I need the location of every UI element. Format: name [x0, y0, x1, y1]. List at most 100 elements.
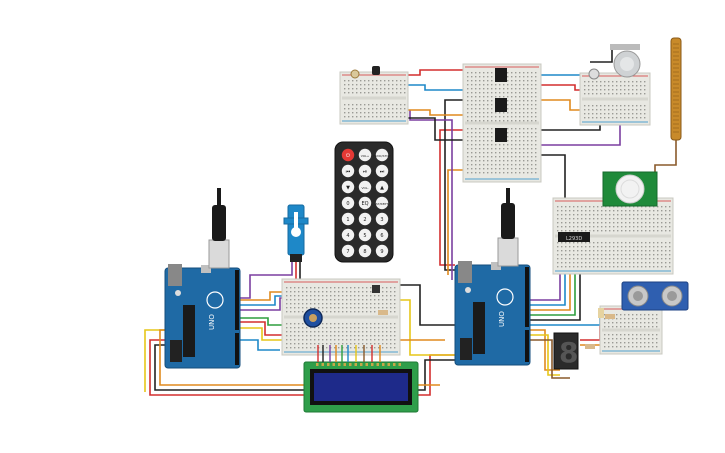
remote-button[interactable]: 2	[358, 212, 372, 226]
wire	[240, 339, 280, 351]
lcd-wires	[317, 345, 381, 362]
power-jack	[170, 340, 182, 362]
wire	[395, 117, 465, 141]
pir-sensor-icon[interactable]	[602, 171, 658, 207]
wire	[240, 327, 300, 341]
remote-button-label: ▲	[380, 185, 384, 191]
remote-button[interactable]: ▼	[341, 180, 355, 194]
breadboard-center	[281, 278, 401, 356]
potentiometer-icon[interactable]	[303, 308, 323, 328]
usb-cable-right	[497, 188, 519, 267]
relay-2	[495, 98, 507, 112]
photoresistor-icon[interactable]	[350, 69, 360, 79]
microcontroller-chip	[473, 302, 485, 354]
remote-button[interactable]: ⏯	[358, 164, 372, 178]
wire	[525, 265, 566, 306]
remote-button-label: ⏮	[346, 169, 351, 175]
remote-button-label: VOL+	[361, 154, 370, 158]
remote-button[interactable]: 3	[375, 212, 389, 226]
wire	[409, 110, 453, 280]
remote-button-label: 4	[346, 233, 349, 239]
ultrasonic-sensor-icon[interactable]	[621, 281, 689, 311]
arduino-uno-left[interactable]: UNO	[164, 264, 241, 369]
remote-button[interactable]: VOL-	[358, 180, 372, 194]
remote-button[interactable]: VOL+	[358, 148, 372, 162]
relay-1	[495, 68, 507, 82]
usb-port	[168, 264, 182, 286]
flex-sensor-icon[interactable]	[670, 37, 682, 141]
remote-button[interactable]: EQ	[358, 196, 372, 210]
remote-button-label: 0	[346, 201, 349, 207]
wire	[240, 317, 290, 326]
servo-icon[interactable]	[283, 204, 309, 262]
board-label: UNO	[208, 314, 216, 330]
wire	[525, 309, 605, 326]
remote-button[interactable]: ▲	[375, 180, 389, 194]
remote-button[interactable]: ⏭	[375, 164, 389, 178]
wire	[654, 140, 677, 175]
wire	[159, 329, 440, 386]
ir-receiver-icon[interactable]	[372, 66, 380, 75]
wire	[405, 84, 465, 91]
wire	[154, 344, 455, 391]
remote-button[interactable]: ST/REPT	[375, 196, 389, 210]
usb-cable-left	[208, 188, 230, 269]
remote-button-label: EQ	[361, 201, 368, 207]
remote-button-label: 2	[363, 217, 366, 223]
remote-button[interactable]: 1	[341, 212, 355, 226]
remote-button-label: 8	[363, 249, 366, 255]
remote-button-label: 1	[346, 217, 349, 223]
power-jack	[460, 338, 472, 360]
wire	[444, 99, 465, 271]
seven-segment-icon[interactable]: 8	[553, 332, 579, 370]
remote-button[interactable]: 4	[341, 228, 355, 242]
wire	[400, 284, 455, 326]
remote-button[interactable]: 6	[375, 228, 389, 242]
wire	[540, 84, 580, 91]
ir-remote-icon[interactable]: ⏻ VOL+FUNC/STOP ⏮ ⏯ ⏭ ▼VOL- ▲ 0 EQ ST/REPT 1 2 3 4 5 6 7…	[334, 141, 394, 263]
remote-button-label: ⏻	[346, 153, 350, 159]
analog-header	[235, 333, 239, 365]
wire	[525, 265, 576, 316]
microcontroller-chip	[183, 305, 195, 357]
remote-button[interactable]: FUNC/STOP	[373, 148, 391, 162]
wire	[405, 69, 465, 76]
remote-button[interactable]: 7	[341, 244, 355, 258]
wire	[590, 50, 613, 63]
chip-label: L293D	[566, 236, 582, 242]
wire	[540, 118, 621, 146]
gas-sensor-icon[interactable]	[610, 44, 641, 78]
lcd-16x2-icon[interactable]	[303, 361, 419, 413]
digital-header	[235, 270, 239, 330]
usb-port	[458, 261, 472, 283]
remote-button-label: 9	[380, 249, 383, 255]
segment-digit: 8	[559, 336, 578, 369]
remote-button[interactable]: 0	[341, 196, 355, 210]
wire	[525, 265, 561, 301]
remote-button-label: 5	[363, 233, 366, 239]
breadboard-small-right	[599, 305, 663, 355]
arduino-logo-icon	[496, 288, 514, 306]
resistors	[372, 285, 615, 349]
wire	[240, 262, 293, 299]
arduino-uno-right[interactable]: UNO	[454, 261, 531, 366]
remote-button-label: ⏯	[363, 169, 367, 175]
wire	[540, 99, 580, 111]
temperature-sensor-icon[interactable]	[588, 68, 600, 80]
wire	[400, 109, 465, 116]
remote-button[interactable]: 8	[358, 244, 372, 258]
remote-button[interactable]: ⏻	[341, 148, 355, 162]
ic-chip[interactable]: L293D	[558, 232, 590, 242]
breadboard-top-center	[462, 63, 542, 183]
wire	[525, 334, 560, 376]
breadboards	[281, 63, 674, 356]
remote-button[interactable]: 5	[358, 228, 372, 242]
arduino-logo-icon	[206, 291, 224, 309]
remote-button-label: 3	[380, 217, 383, 223]
relay-modules	[495, 68, 507, 142]
remote-button[interactable]: 9	[375, 244, 389, 258]
remote-button-label: ⏭	[380, 169, 385, 175]
remote-button[interactable]: ⏮	[341, 164, 355, 178]
wire	[525, 265, 581, 321]
